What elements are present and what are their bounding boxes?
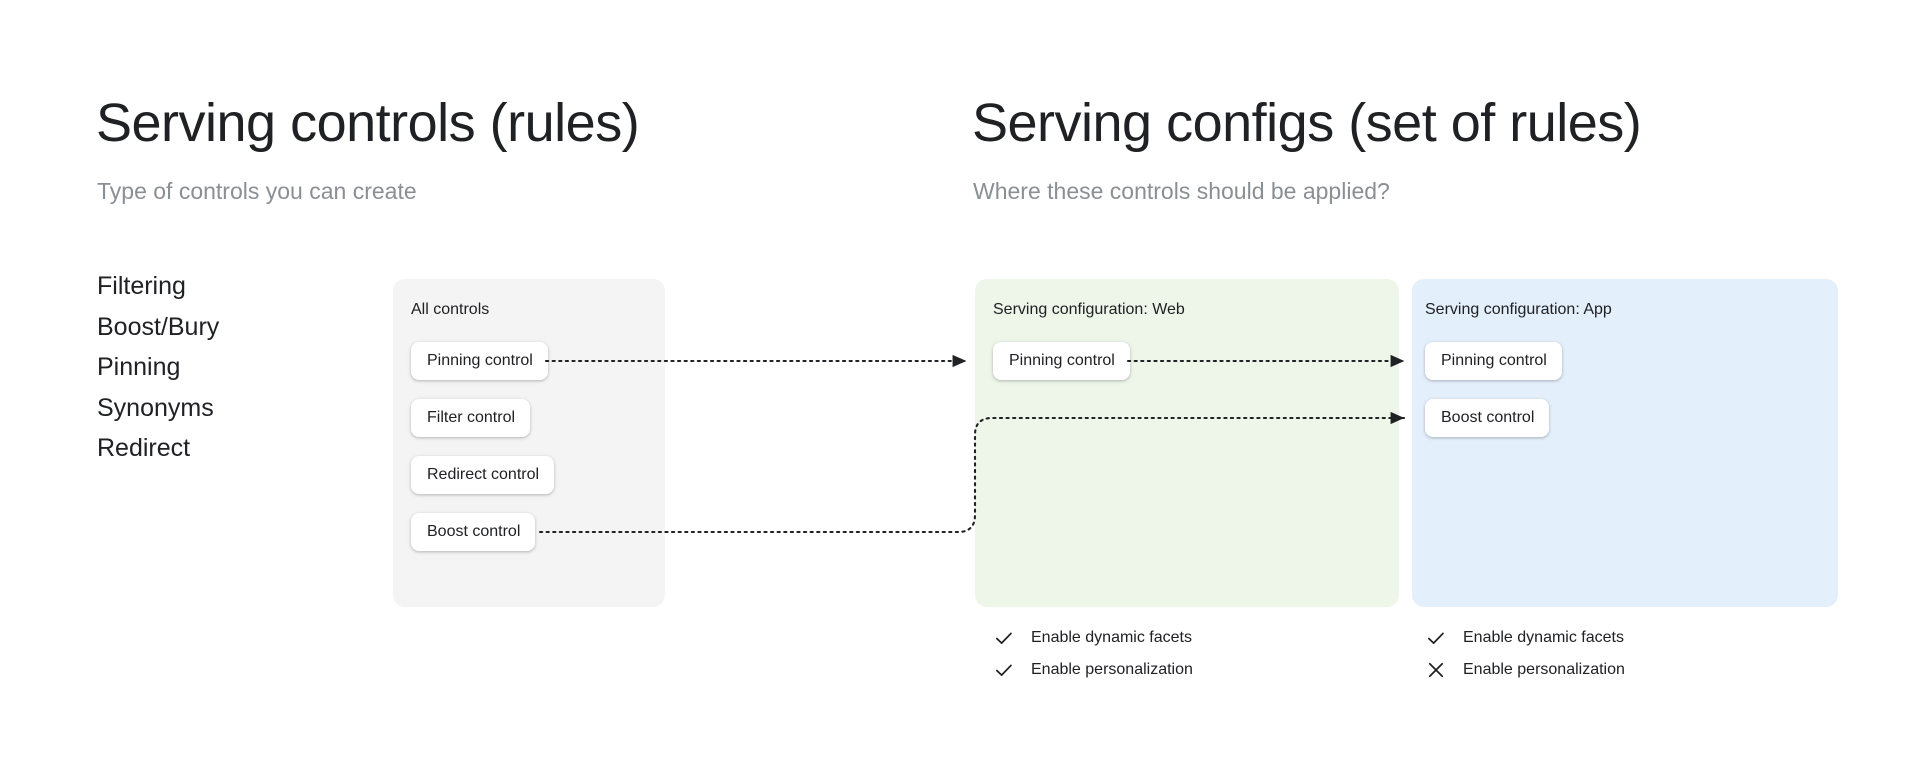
all-controls-chip-redirect-control[interactable]: Redirect control — [411, 456, 555, 494]
check-icon — [1427, 632, 1444, 645]
panel-serving-config-app-label: Serving configuration: App — [1425, 301, 1612, 318]
web-option-personalization-label: Enable personalization — [1031, 661, 1193, 678]
app-chip-boost-control[interactable]: Boost control — [1425, 399, 1550, 437]
control-type-redirect: Redirect — [97, 434, 191, 462]
web-option-dynamic-facets: Enable dynamic facets — [993, 622, 1193, 654]
all-controls-chip-filter-control[interactable]: Filter control — [411, 399, 531, 437]
close-icon — [1428, 662, 1444, 678]
panel-all-controls — [393, 279, 665, 607]
web-chip-pinning-control[interactable]: Pinning control — [993, 342, 1130, 380]
all-controls-chip-boost-control[interactable]: Boost control — [411, 513, 536, 551]
left-column-title: Serving controls (rules) — [96, 93, 640, 153]
app-option-dynamic-facets-label: Enable dynamic facets — [1463, 629, 1624, 646]
control-type-filtering: Filtering — [97, 272, 186, 300]
web-option-dynamic-facets-label: Enable dynamic facets — [1031, 629, 1192, 646]
app-option-personalization-label: Enable personalization — [1463, 661, 1625, 678]
right-column-title: Serving configs (set of rules) — [972, 93, 1642, 153]
panel-serving-config-web-label: Serving configuration: Web — [993, 301, 1185, 318]
app-chip-pinning-control[interactable]: Pinning control — [1425, 342, 1562, 380]
control-type-boost-bury: Boost/Bury — [97, 312, 220, 341]
app-option-dynamic-facets: Enable dynamic facets — [1425, 622, 1625, 654]
left-column-subtitle: Type of controls you can create — [97, 178, 417, 204]
check-icon — [995, 664, 1012, 677]
panel-all-controls-label: All controls — [411, 301, 490, 318]
right-column-subtitle: Where these controls should be applied? — [973, 178, 1390, 204]
check-icon — [995, 632, 1012, 645]
panel-serving-config-app — [1412, 279, 1838, 607]
control-types-list: Filtering Boost/Bury Pinning Synonyms Re… — [97, 266, 367, 469]
serving-config-web-options: Enable dynamic facets Enable personaliza… — [993, 622, 1193, 686]
panel-serving-config-web — [975, 279, 1399, 607]
app-option-personalization: Enable personalization — [1425, 654, 1625, 686]
control-type-synonyms: Synonyms — [97, 393, 214, 422]
serving-config-app-options: Enable dynamic facets Enable personaliza… — [1425, 622, 1625, 686]
web-option-personalization: Enable personalization — [993, 654, 1193, 686]
all-controls-chip-pinning-control[interactable]: Pinning control — [411, 342, 548, 380]
control-type-pinning: Pinning — [97, 353, 181, 381]
